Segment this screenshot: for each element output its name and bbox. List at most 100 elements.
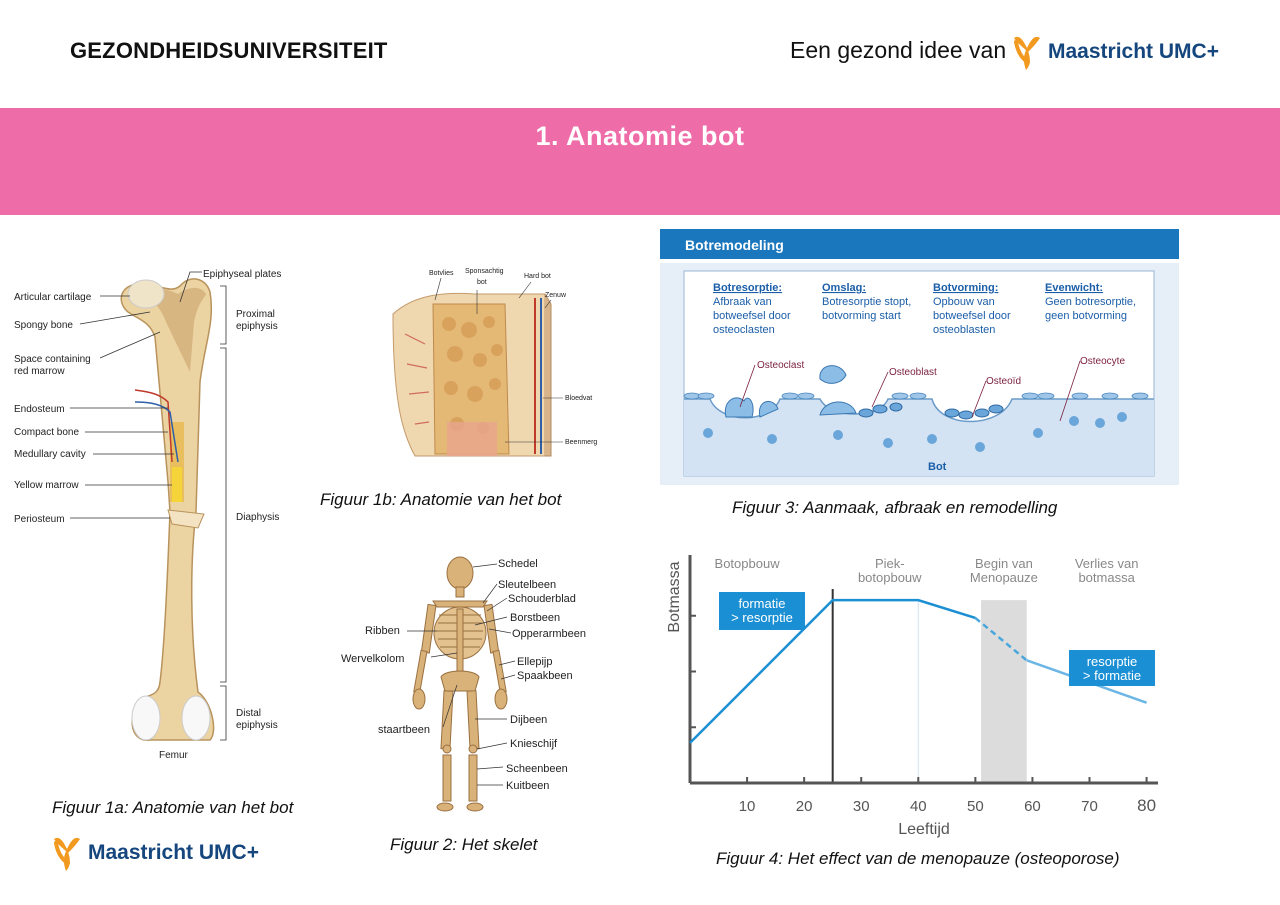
phase-title-1-1: botopbouw: [858, 570, 922, 585]
umc-logo-text: Maastricht UMC+: [1048, 40, 1219, 63]
spongy-bone-area: [136, 287, 206, 372]
label-sleutelbeen: Sleutelbeen: [498, 579, 556, 591]
distal-cartilage-right: [181, 695, 211, 741]
x-tick-label-40: 40: [910, 798, 927, 815]
label-kuitbeen: Kuitbeen: [506, 780, 549, 792]
label-botvlies: Botvlies: [429, 270, 454, 277]
label-diaphysis: Diaphysis: [236, 512, 279, 523]
label-schedel: Schedel: [498, 558, 538, 570]
label-scheenbeen: Scheenbeen: [506, 763, 568, 775]
caption-fig3: Figuur 3: Aanmaak, afbraak en remodellin…: [732, 498, 1058, 517]
label-zenuw: Zenuw: [545, 292, 567, 299]
articular-cartilage: [127, 279, 165, 309]
phase-3-line-2: botweefsel door: [933, 310, 1011, 322]
skeleton-illustration: Schedel Sleutelbeen Schouderblad Ribben …: [341, 556, 586, 812]
umc-logo-bottom: Maastricht UMC+: [50, 832, 259, 874]
artery-line: [134, 389, 173, 463]
label-wervelkolom: Wervelkolom: [341, 653, 404, 665]
x-tick-label-70: 70: [1081, 798, 1098, 815]
phase-3-line-1: Opbouw van: [933, 296, 995, 308]
label-staartbeen: staartbeen: [378, 724, 430, 736]
label-yellow-marrow: Yellow marrow: [14, 480, 79, 491]
leader-lines: [70, 271, 202, 519]
caption-fig2: Figuur 2: Het skelet: [390, 835, 538, 854]
caption-fig4: Figuur 4: Het effect van de menopauze (o…: [716, 849, 1120, 868]
spongy-bone-block: [432, 303, 510, 455]
annotation-text-1-1: > formatie: [1083, 668, 1141, 683]
phase-3-head: Botvorming:: [933, 282, 998, 294]
remodeling-title: Botremodeling: [685, 237, 784, 253]
label-borstbeen: Borstbeen: [510, 612, 560, 624]
femur-illustration: Epiphyseal plates Articular cartilage Sp…: [14, 269, 281, 761]
phase-2-head: Omslag:: [822, 282, 866, 294]
label-bot: Bot: [928, 461, 947, 473]
bone-mass-line-1: [974, 617, 1028, 662]
label-sponsachtig-1: Sponsachtig: [465, 268, 504, 275]
tagline: Een gezond idee van: [790, 37, 1007, 63]
label-sponsachtig-2: bot: [477, 279, 487, 286]
remodeling-diagram: Botremodeling Botresorptie: Afbraak van …: [660, 229, 1179, 485]
annotation-text-0-0: formatie: [739, 596, 786, 611]
phase-2-line-1: Botresorptie stopt,: [822, 296, 911, 308]
label-knieschijf: Knieschijf: [510, 738, 558, 750]
phase-title-3-0: Verlies van: [1075, 556, 1139, 571]
caption-fig1a: Figuur 1a: Anatomie van het bot: [52, 798, 294, 817]
phase-4-line-1: Geen botresorptie,: [1045, 296, 1136, 308]
label-periosteum: Periosteum: [14, 514, 65, 525]
label-opperarmbeen: Opperarmbeen: [512, 628, 586, 640]
marrow-area: [447, 422, 497, 456]
remodeling-header-bar: [660, 229, 1179, 259]
label-proximal-1: Proximal: [236, 309, 275, 320]
femur-shape: [120, 278, 215, 741]
label-hard-bot: Hard bot: [524, 273, 551, 280]
label-space-red-marrow-2: red marrow: [14, 366, 65, 377]
lining-cells: [683, 392, 1149, 400]
phase-1-line-1: Afbraak van: [713, 296, 772, 308]
bone-section-illustration: Botvlies Sponsachtig bot Hard bot Zenuw …: [392, 268, 597, 457]
phase-title-2-1: Menopauze: [970, 570, 1038, 585]
periosteum-edge: [544, 293, 552, 457]
x-axis-label: Leeftijd: [898, 821, 950, 838]
x-tick-label-30: 30: [853, 798, 870, 815]
label-space-red-marrow-1: Space containing: [14, 354, 91, 365]
label-beenmerg: Beenmerg: [565, 439, 597, 446]
annotation-box-0: [719, 592, 805, 630]
brackets: [220, 285, 227, 741]
osteoclast-cells: [724, 365, 857, 418]
osteoblast-cells: [858, 402, 1004, 420]
label-medullary-cavity: Medullary cavity: [14, 449, 86, 460]
label-distal-2: epiphysis: [236, 720, 278, 731]
label-osteocyte: Osteocyte: [1080, 356, 1125, 367]
label-osteoclast: Osteoclast: [757, 360, 804, 371]
x-tick-label-50: 50: [967, 798, 984, 815]
bone-layer: [684, 399, 1154, 476]
x-tick-label-60: 60: [1024, 798, 1041, 815]
label-osteoblast: Osteoblast: [889, 367, 937, 378]
label-distal-1: Distal: [236, 708, 261, 719]
menopause-band: [981, 600, 1027, 783]
label-compact-bone: Compact bone: [14, 427, 79, 438]
umc-heart-icon: [1014, 36, 1040, 70]
brand-title: GEZONDHEIDSUNIVERSITEIT: [70, 38, 388, 63]
label-dijbeen: Dijbeen: [510, 714, 547, 726]
osteocyte-cells: [703, 412, 1127, 452]
leader-lines-1b: [434, 277, 563, 443]
label-ellepijp: Ellepijp: [517, 656, 552, 668]
label-femur: Femur: [159, 750, 189, 761]
umc-logo-top: Maastricht UMC+: [1010, 31, 1219, 73]
phase-title-2-0: Begin van: [975, 556, 1033, 571]
label-ribben: Ribben: [365, 625, 400, 637]
phase-1-line-2: botweefsel door: [713, 310, 791, 322]
label-articular-cartilage: Articular cartilage: [14, 292, 92, 303]
phase-1-head: Botresorptie:: [713, 282, 782, 294]
leader-lines-2: [407, 563, 516, 786]
label-endosteum: Endosteum: [14, 404, 65, 415]
phase-title-0-0: Botopbouw: [715, 556, 781, 571]
label-proximal-2: epiphysis: [236, 321, 278, 332]
phase-title-3-1: botmassa: [1078, 570, 1135, 585]
x-tick-label-10: 10: [739, 798, 756, 815]
phase-3-line-3: osteoblasten: [933, 324, 995, 336]
annotation-text-1-0: resorptie: [1087, 654, 1138, 669]
leader-lines-3: [739, 360, 1081, 422]
